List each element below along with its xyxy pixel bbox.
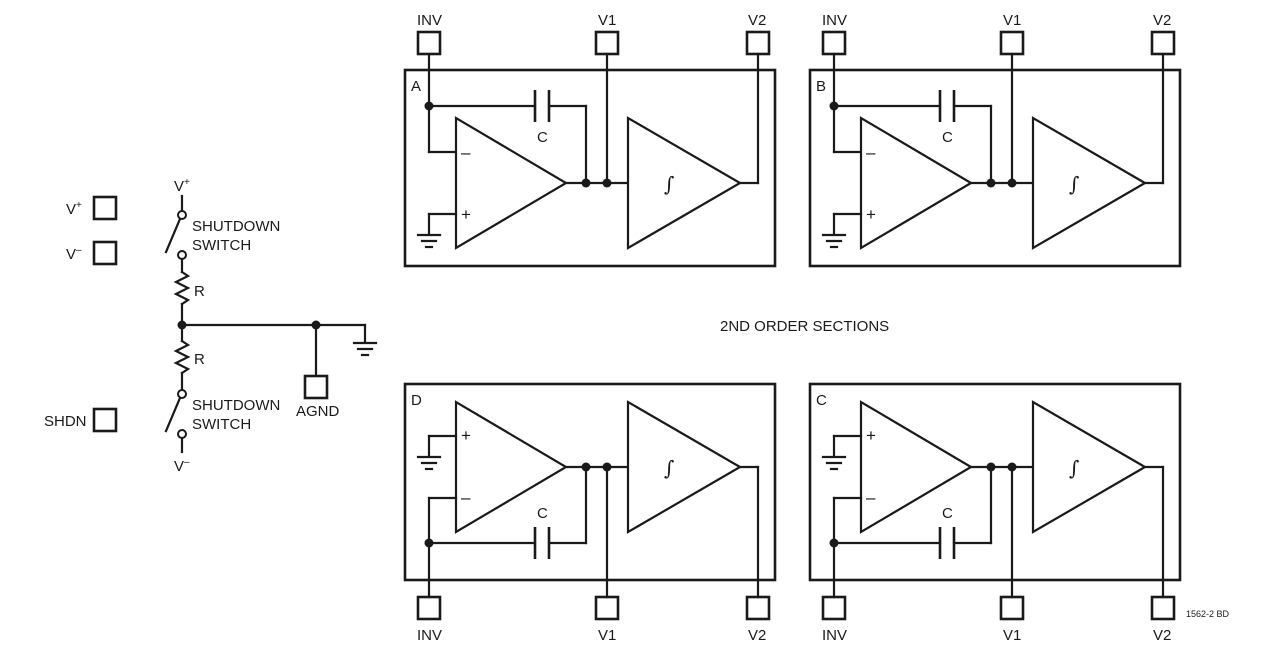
section-d-cap-label: C	[537, 505, 548, 522]
section-d-integrator	[626, 400, 743, 534]
section-c-box	[808, 382, 1182, 582]
svg-text:∫: ∫	[664, 172, 674, 196]
switch-bottom-label-2: SWITCH	[192, 416, 251, 433]
resistor-top-label: R	[194, 283, 205, 300]
switch-top-contact-lower	[177, 250, 187, 260]
section-a-box	[403, 68, 777, 268]
section-c-inv-pin[interactable]	[821, 595, 847, 621]
vminus-pin[interactable]	[92, 240, 118, 266]
section-b-v2-label: V2	[1153, 12, 1171, 29]
svg-text:–: –	[866, 488, 876, 507]
bottom-rail-label: V–	[174, 457, 190, 475]
switch-bottom-label-1: SHUTDOWN	[192, 397, 280, 414]
section-c-v2-label: V2	[1153, 627, 1171, 644]
section-c-v1-label: V1	[1003, 627, 1021, 644]
section-c-cap-label: C	[942, 505, 953, 522]
resistor-bottom	[173, 339, 191, 375]
section-a-id: A	[411, 78, 421, 95]
resistor-bottom-label: R	[194, 351, 205, 368]
section-b-box	[808, 68, 1182, 268]
figure-code: 1562-2 BD	[1186, 609, 1230, 619]
resistor-top	[173, 270, 191, 306]
section-d-v2-label: V2	[748, 627, 766, 644]
section-d-id: D	[411, 392, 422, 409]
section-b-integrator	[1031, 116, 1148, 250]
section-a-v1-label: V1	[598, 12, 616, 29]
svg-text:∫: ∫	[664, 456, 674, 480]
section-b-v1-pin[interactable]	[999, 30, 1025, 56]
section-a-cap-label: C	[537, 129, 548, 146]
vplus-pin-label: V+	[66, 200, 82, 218]
section-d-v1-pin[interactable]	[594, 595, 620, 621]
svg-text:–: –	[461, 143, 471, 162]
section-c-id: C	[816, 392, 827, 409]
section-b-id: B	[816, 78, 826, 95]
section-b-inv-pin[interactable]	[821, 30, 847, 56]
top-rail-label: V+	[174, 177, 190, 195]
switch-top-label-2: SWITCH	[192, 237, 251, 254]
svg-text:+: +	[461, 205, 471, 224]
section-c: C INV V1 V2 + – C ∫	[808, 382, 1182, 644]
svg-text:∫: ∫	[1069, 456, 1079, 480]
section-d-opamp	[454, 400, 569, 534]
section-d-box	[403, 382, 777, 582]
section-a-inv-pin[interactable]	[416, 30, 442, 56]
section-d: D INV V1 V2 + – C ∫	[403, 382, 777, 644]
svg-text:+: +	[461, 426, 471, 445]
shutdown-switch-bottom	[164, 396, 182, 433]
shdn-pin-label: SHDN	[44, 413, 87, 430]
section-d-inv-pin[interactable]	[416, 595, 442, 621]
switch-bottom-contact-lower	[177, 429, 187, 439]
shutdown-switch-top	[164, 217, 182, 254]
supply-pins: V+ V– SHDN	[44, 195, 118, 433]
section-b-v1-label: V1	[1003, 12, 1021, 29]
switch-bottom-contact-upper	[177, 389, 187, 399]
switch-top-label-1: SHUTDOWN	[192, 218, 280, 235]
section-b-inv-label: INV	[822, 12, 847, 29]
section-b-cap-label: C	[942, 129, 953, 146]
svg-text:–: –	[866, 143, 876, 162]
switch-top-contact-upper	[177, 210, 187, 220]
section-c-v1-pin[interactable]	[999, 595, 1025, 621]
svg-text:+: +	[866, 426, 876, 445]
vminus-pin-label: V–	[66, 245, 82, 263]
vplus-pin[interactable]	[92, 195, 118, 221]
section-c-integrator	[1031, 400, 1148, 534]
section-a-v2-pin[interactable]	[745, 30, 771, 56]
section-a: A INV V1 V2 C – + ∫	[403, 12, 777, 268]
section-b-v2-pin[interactable]	[1150, 30, 1176, 56]
shdn-pin[interactable]	[92, 407, 118, 433]
svg-text:∫: ∫	[1069, 172, 1079, 196]
section-d-v2-pin[interactable]	[745, 595, 771, 621]
section-d-inv-label: INV	[417, 627, 442, 644]
section-c-opamp	[859, 400, 974, 534]
section-c-inv-label: INV	[822, 627, 847, 644]
sections-caption: 2ND ORDER SECTIONS	[720, 318, 889, 335]
section-b: B INV V1 V2 C – + ∫	[808, 12, 1182, 268]
section-a-inv-label: INV	[417, 12, 442, 29]
section-b-opamp	[859, 116, 974, 250]
agnd-pin[interactable]	[303, 374, 329, 400]
section-a-integrator	[626, 116, 743, 250]
divider-network: V+ SHUTDOWN SWITCH R AGND R SHUTDOWN SWI…	[164, 177, 378, 475]
section-d-v1-label: V1	[598, 627, 616, 644]
agnd-label: AGND	[296, 403, 340, 420]
section-a-v1-pin[interactable]	[594, 30, 620, 56]
section-a-opamp	[454, 116, 569, 250]
section-c-v2-pin[interactable]	[1150, 595, 1176, 621]
svg-text:–: –	[461, 488, 471, 507]
svg-text:+: +	[866, 205, 876, 224]
section-a-v2-label: V2	[748, 12, 766, 29]
